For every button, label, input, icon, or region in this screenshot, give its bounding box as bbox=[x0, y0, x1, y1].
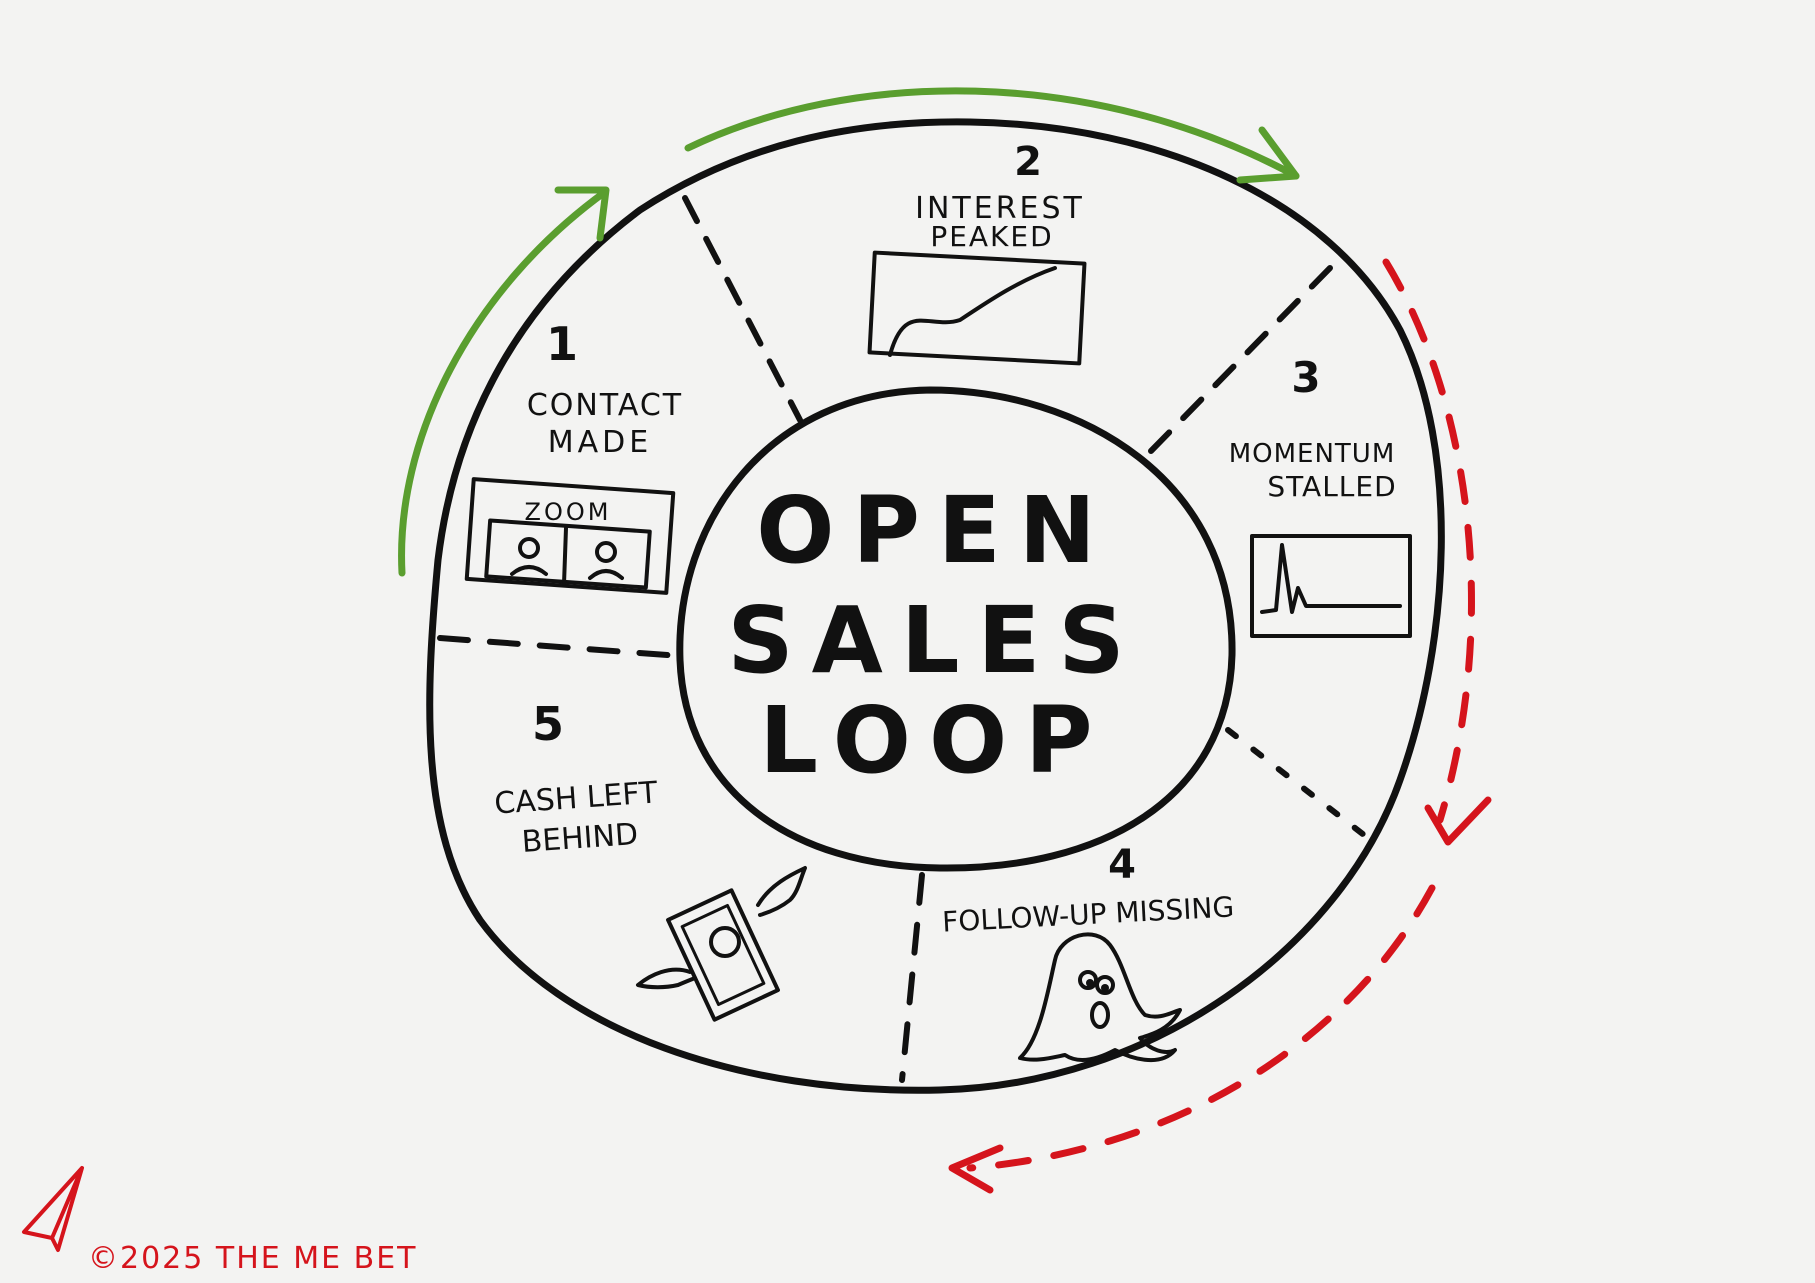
divider-3-4 bbox=[1225, 727, 1371, 841]
inner-circle bbox=[676, 386, 1236, 872]
rising-chart-icon bbox=[867, 250, 1087, 366]
stage-4: 4 FOLLOW-UP MISSING bbox=[941, 842, 1235, 1063]
stage-4-line-1: FOLLOW-UP MISSING bbox=[941, 890, 1235, 938]
stage-1-line-1: CONTACT bbox=[527, 388, 683, 423]
stage-1-line-2: MADE bbox=[548, 425, 652, 460]
outer-ring bbox=[426, 118, 1445, 1094]
divider-1-2 bbox=[682, 195, 803, 423]
stage-1-icon-label: ZOOM bbox=[525, 498, 612, 526]
stage-5-number: 5 bbox=[532, 697, 564, 751]
red-arc-right bbox=[1382, 258, 1475, 824]
stage-5-line-2: BEHIND bbox=[521, 817, 640, 860]
divider-5-1 bbox=[437, 635, 683, 659]
center-line-1: OPEN bbox=[756, 477, 1113, 584]
stage-4-number: 4 bbox=[1108, 842, 1136, 888]
red-arrowhead-right bbox=[1424, 796, 1492, 846]
stage-3-line-2: STALLED bbox=[1267, 470, 1396, 503]
decline-arrow bbox=[948, 258, 1492, 1194]
green-arrowhead-left bbox=[554, 186, 610, 242]
stage-1: 1 CONTACT MADE ZOOM bbox=[464, 317, 683, 595]
divider-4-5 bbox=[899, 872, 925, 1083]
stage-2-line-1: INTEREST bbox=[915, 191, 1085, 226]
copyright-text: ©2025 THE ME BET bbox=[88, 1241, 418, 1276]
ghost-icon bbox=[1018, 932, 1182, 1063]
center-label: OPEN SALES LOOP bbox=[727, 477, 1142, 794]
stage-5-line-1: CASH LEFT bbox=[493, 775, 659, 821]
green-arc-top bbox=[684, 87, 1300, 180]
stage-2-line-2: PEAKED bbox=[930, 220, 1053, 253]
paper-plane-icon bbox=[22, 1166, 84, 1252]
red-arc-bottom bbox=[966, 884, 1436, 1172]
stage-2: 2 INTEREST PEAKED bbox=[867, 139, 1087, 366]
stage-3: 3 MOMENTUM STALLED bbox=[1229, 353, 1412, 638]
stage-2-number: 2 bbox=[1014, 139, 1042, 185]
red-arrowhead-bottom bbox=[948, 1144, 1004, 1194]
stage-3-number: 3 bbox=[1291, 353, 1320, 402]
progress-arrow bbox=[398, 87, 1300, 577]
spike-chart-icon bbox=[1250, 534, 1412, 638]
stage-1-number: 1 bbox=[546, 317, 578, 371]
footer: ©2025 THE ME BET bbox=[22, 1166, 418, 1276]
stage-3-line-1: MOMENTUM bbox=[1229, 439, 1396, 469]
green-arc-left bbox=[398, 188, 609, 577]
video-call-icon: ZOOM bbox=[464, 477, 676, 595]
center-line-2: SALES bbox=[727, 587, 1142, 694]
stage-5: 5 CASH LEFT BEHIND bbox=[493, 697, 807, 1022]
green-arrowhead-top bbox=[1236, 126, 1300, 184]
stage-dividers bbox=[437, 195, 1371, 1083]
center-line-3: LOOP bbox=[759, 687, 1110, 794]
flying-money-icon bbox=[636, 866, 807, 1022]
